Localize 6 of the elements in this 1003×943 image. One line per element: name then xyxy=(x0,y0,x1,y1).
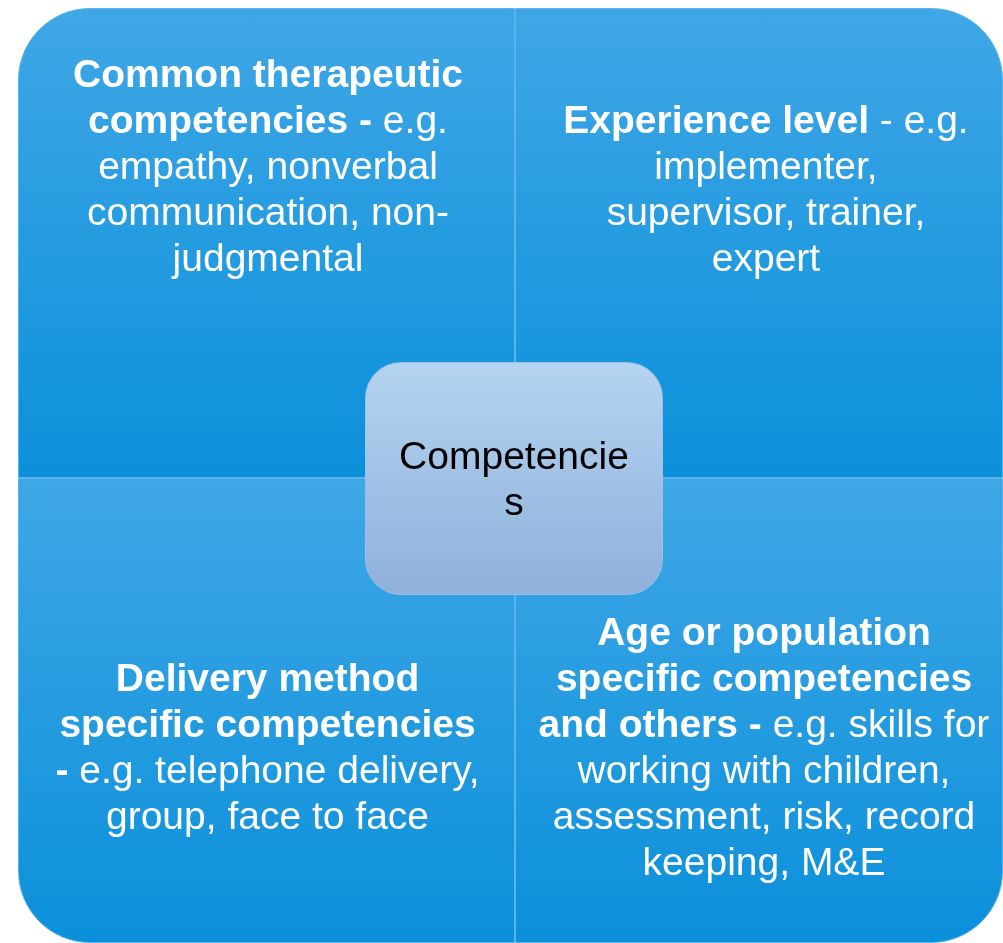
quadrant-text: Experience level - e.g. implementer, supervisor, trainer, expert xyxy=(562,97,970,281)
center-label: Competencies xyxy=(398,432,630,525)
quadrant-text: Delivery method specific competencies - e.g. telephone delivery, group, face to face xyxy=(54,655,481,839)
quadrant-text: Common therapeutic competencies - e.g. empathy, nonverbal communication, non-judgmental xyxy=(71,51,464,281)
quadrant-text: Age or population specific competencies and others - e.g. skills for working with children, assessment, risk, record keeping, M&E xyxy=(538,609,990,885)
center-box xyxy=(365,362,663,595)
